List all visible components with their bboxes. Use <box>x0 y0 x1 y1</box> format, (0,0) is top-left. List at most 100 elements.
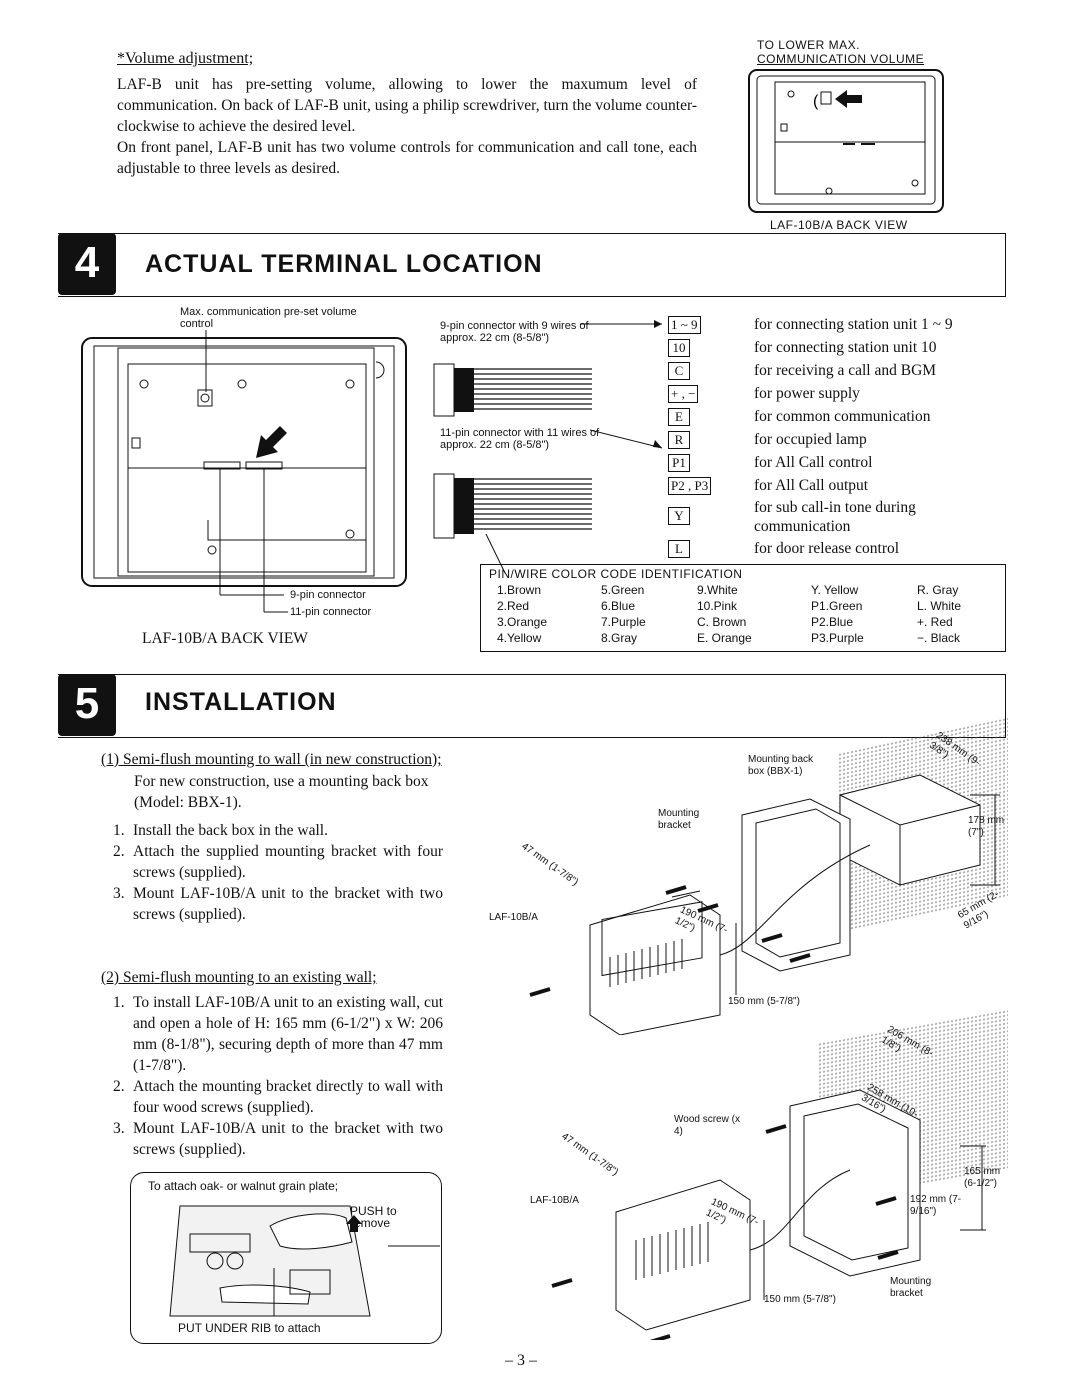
terminal-code: 10 <box>668 339 690 357</box>
volume-paragraph-2: On front panel, LAF-B unit has two volum… <box>117 139 697 177</box>
plate-inset-drawing <box>169 1205 440 1317</box>
terminal-desc: for sub call-in tone during communicatio… <box>754 499 916 535</box>
sub2-step: 1.To install LAF-10B/A unit to an existi… <box>113 994 443 1074</box>
sub2-step: 3.Mount LAF-10B/A unit to the bracket wi… <box>113 1120 443 1158</box>
terminal-code: P1 <box>668 454 690 472</box>
installation-figure-1 <box>529 774 1000 1035</box>
section4-header-box <box>58 233 1006 297</box>
terminal-row: C <box>668 360 692 382</box>
sub2-step-text: Attach the mounting bracket directly to … <box>133 1078 443 1116</box>
fig2-d192: 192 mm (7-9/16") <box>910 1194 962 1217</box>
fig1-d178: 178 mm (7") <box>968 815 1005 838</box>
terminal-code: R <box>668 431 690 449</box>
inset-caption: To attach oak- or walnut grain plate; <box>148 1179 339 1193</box>
sub1-step: 3.Mount LAF-10B/A unit to the bracket wi… <box>113 885 443 923</box>
sub1-step: 2.Attach the supplied mounting bracket w… <box>113 843 443 881</box>
connector11-label: 11-pin connector with 11 wires of approx… <box>440 427 600 451</box>
sub1-step-text: Install the back box in the wall. <box>133 822 328 839</box>
table-cell: L. White <box>917 599 962 613</box>
terminal-row: 1 ~ 9 <box>668 314 703 336</box>
sub1-step: 1.Install the back box in the wall. <box>113 820 443 841</box>
inset-push: PUSH to remove <box>350 1204 397 1230</box>
terminal-desc: for receiving a call and BGM <box>754 362 937 379</box>
terminal-code: E <box>668 408 690 426</box>
terminal-row: 10 <box>668 337 692 359</box>
sub1-step-text: Mount LAF-10B/A unit to the bracket with… <box>133 885 443 923</box>
terminal-code: 1 ~ 9 <box>668 316 701 334</box>
fig2-bracket-label: Mounting bracket <box>890 1276 932 1299</box>
table-cell: R. Gray <box>917 583 959 597</box>
section5-header-box <box>58 674 1006 738</box>
installation-figure-2 <box>551 1089 986 1340</box>
table-cell: −. Black <box>917 631 961 645</box>
volume-paragraph-1: LAF-B unit has pre-setting volume, allow… <box>117 76 697 135</box>
terminal-desc: for connecting station unit 10 <box>754 339 937 356</box>
table-cell: Y. Yellow <box>811 583 859 597</box>
terminal-desc: for All Call control <box>754 454 873 471</box>
terminal-desc: for common communication <box>754 408 931 425</box>
table-cell: 2.Red <box>497 599 530 613</box>
connector9-label: 9-pin connector with 9 wires of approx. … <box>440 320 589 344</box>
table-cell: 10.Pink <box>697 599 738 613</box>
terminal-desc: for occupied lamp <box>754 431 867 448</box>
terminal-desc: for door release control <box>754 540 900 557</box>
back-view-caption: LAF-10B/A BACK VIEW <box>142 630 308 647</box>
figure-caption-bottom: LAF-10B/A BACK VIEW <box>770 218 908 232</box>
sub2-step: 2.Attach the mounting bracket directly t… <box>113 1078 443 1116</box>
fig2-unit-label: LAF-10B/A <box>530 1195 579 1206</box>
section4-title: ACTUAL TERMINAL LOCATION <box>145 250 543 278</box>
inset-bottom: PUT UNDER RIB to attach <box>178 1321 321 1335</box>
terminal-code: Y <box>668 507 690 525</box>
callout-9pin: 9-pin connector <box>290 589 366 601</box>
fig1-d150: 150 mm (5-7/8") <box>728 996 800 1007</box>
table-title: PIN/WIRE COLOR CODE IDENTIFICATION <box>489 567 743 581</box>
table-cell: 5.Green <box>601 583 645 597</box>
table-cell: P3.Purple <box>811 631 864 645</box>
terminal-back-view-figure <box>81 330 407 613</box>
terminal-row: P1 <box>668 452 692 474</box>
color-code-table: PIN/WIRE COLOR CODE IDENTIFICATION 1.Bro… <box>480 564 1006 652</box>
fig2-wood-screw-label: Wood screw (x 4) <box>674 1114 740 1137</box>
terminal-row: R <box>668 429 692 451</box>
table-cell: 7.Purple <box>601 615 646 629</box>
terminal-row: + , − <box>668 383 700 405</box>
sub2-step-text: Mount LAF-10B/A unit to the bracket with… <box>133 1120 443 1158</box>
connector-drawing <box>433 320 663 574</box>
terminal-row: Y <box>668 505 692 527</box>
fig1-unit-label: LAF-10B/A <box>489 912 538 923</box>
fig2-d150: 150 mm (5-7/8") <box>764 1294 836 1305</box>
callout-volume: Max. communication pre-set volume contro… <box>180 306 357 330</box>
table-cell: 6.Blue <box>601 599 636 613</box>
volume-paragraph: LAF-B unit has pre-setting volume, allow… <box>117 74 697 179</box>
small-back-view-figure: ( <box>748 69 944 213</box>
page-number: – 3 – <box>505 1352 537 1369</box>
sub2-step-text: To install LAF-10B/A unit to an existing… <box>133 994 443 1074</box>
table-cell: E. Orange <box>697 631 752 645</box>
figure-caption-top-1: TO LOWER MAX. <box>757 38 860 52</box>
table-cell: 9.White <box>697 583 738 597</box>
terminal-code: C <box>668 362 690 380</box>
section4-number: 4 <box>58 233 116 295</box>
table-cell: 1.Brown <box>497 583 542 597</box>
sub1-intro: For new construction, use a mounting bac… <box>134 773 429 811</box>
sub2-title: (2) Semi-flush mounting to an existing w… <box>101 969 377 986</box>
svg-text:(: ( <box>813 93 819 110</box>
callout-11pin: 11-pin connector <box>290 606 372 618</box>
plate-inset <box>130 1172 442 1344</box>
table-cell: P1.Green <box>811 599 863 613</box>
section5-title: INSTALLATION <box>145 688 337 716</box>
terminal-row: L <box>668 538 692 560</box>
table-cell: 4.Yellow <box>497 631 542 645</box>
terminal-row: E <box>668 406 692 428</box>
terminal-code: P2 , P3 <box>668 477 712 495</box>
volume-title: *Volume adjustment; <box>117 50 254 67</box>
table-cell: +. Red <box>917 615 953 629</box>
fig1-bracket-label: Mounting bracket <box>658 808 700 831</box>
fig1-back-box-label: Mounting back box (BBX-1) <box>748 754 814 777</box>
terminal-row: P2 , P3 <box>668 475 713 497</box>
fig2-d165: 165 mm (6-1/2") <box>964 1166 1001 1189</box>
terminal-code: + , − <box>668 385 699 403</box>
table-cell: 3.Orange <box>497 615 548 629</box>
table-cell: P2.Blue <box>811 615 854 629</box>
figure-caption-top-2: COMMUNICATION VOLUME <box>757 52 925 66</box>
